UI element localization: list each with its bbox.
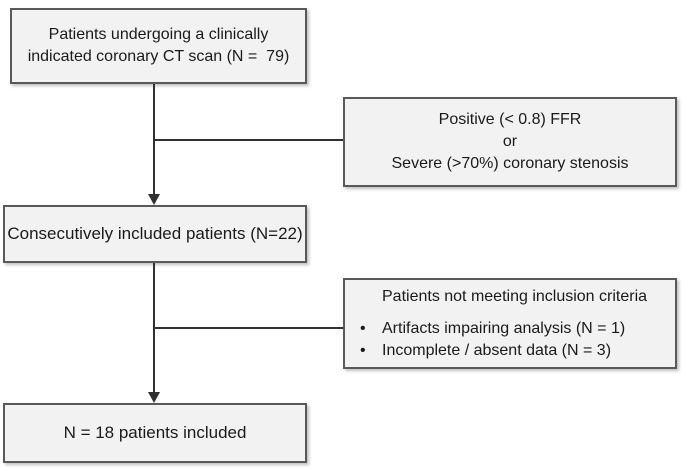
excluded-ffr-line-3: Severe (>70%) coronary stenosis [391, 155, 629, 172]
bullet-icon: • [360, 319, 366, 337]
connector-branch-1 [155, 139, 343, 141]
connector-vertical-1 [153, 84, 155, 194]
excluded-ffr-line-1: Positive (< 0.8) FFR [438, 111, 582, 128]
excluded-ffr-line-2: or [502, 133, 518, 150]
connector-branch-2 [155, 327, 343, 329]
connector-vertical-2 [153, 263, 155, 392]
arrow-down-icon [148, 392, 160, 403]
final-label: N = 18 patients included [63, 423, 247, 442]
bullet-icon: • [360, 341, 366, 359]
excluded-criteria-heading: Patients not meeting inclusion criteria [382, 287, 648, 305]
box-final-included: N = 18 patients included [3, 403, 307, 463]
excluded-criteria-bullet-1-text: Artifacts impairing analysis (N = 1) [382, 319, 626, 337]
excluded-criteria-bullet-2-text: Incomplete / absent data (N = 3) [382, 341, 612, 359]
excluded-criteria-bullet-1: • Artifacts impairing analysis (N = 1) [355, 318, 667, 340]
arrow-down-icon [148, 194, 160, 205]
eligible-line-1: Patients undergoing a clinically [48, 26, 269, 43]
included-label: Consecutively included patients (N=22) [7, 224, 303, 243]
box-excluded-ffr-stenosis: Positive (< 0.8) FFR or Severe (>70%) co… [343, 97, 677, 187]
excluded-criteria-bullet-2: • Incomplete / absent data (N = 3) [355, 340, 667, 362]
box-included-patients: Consecutively included patients (N=22) [3, 205, 307, 263]
box-excluded-criteria: Patients not meeting inclusion criteria … [343, 278, 677, 369]
box-eligible-patients: Patients undergoing a clinically indicat… [10, 8, 307, 84]
eligible-line-2: indicated coronary CT scan (N = 79) [27, 48, 290, 65]
